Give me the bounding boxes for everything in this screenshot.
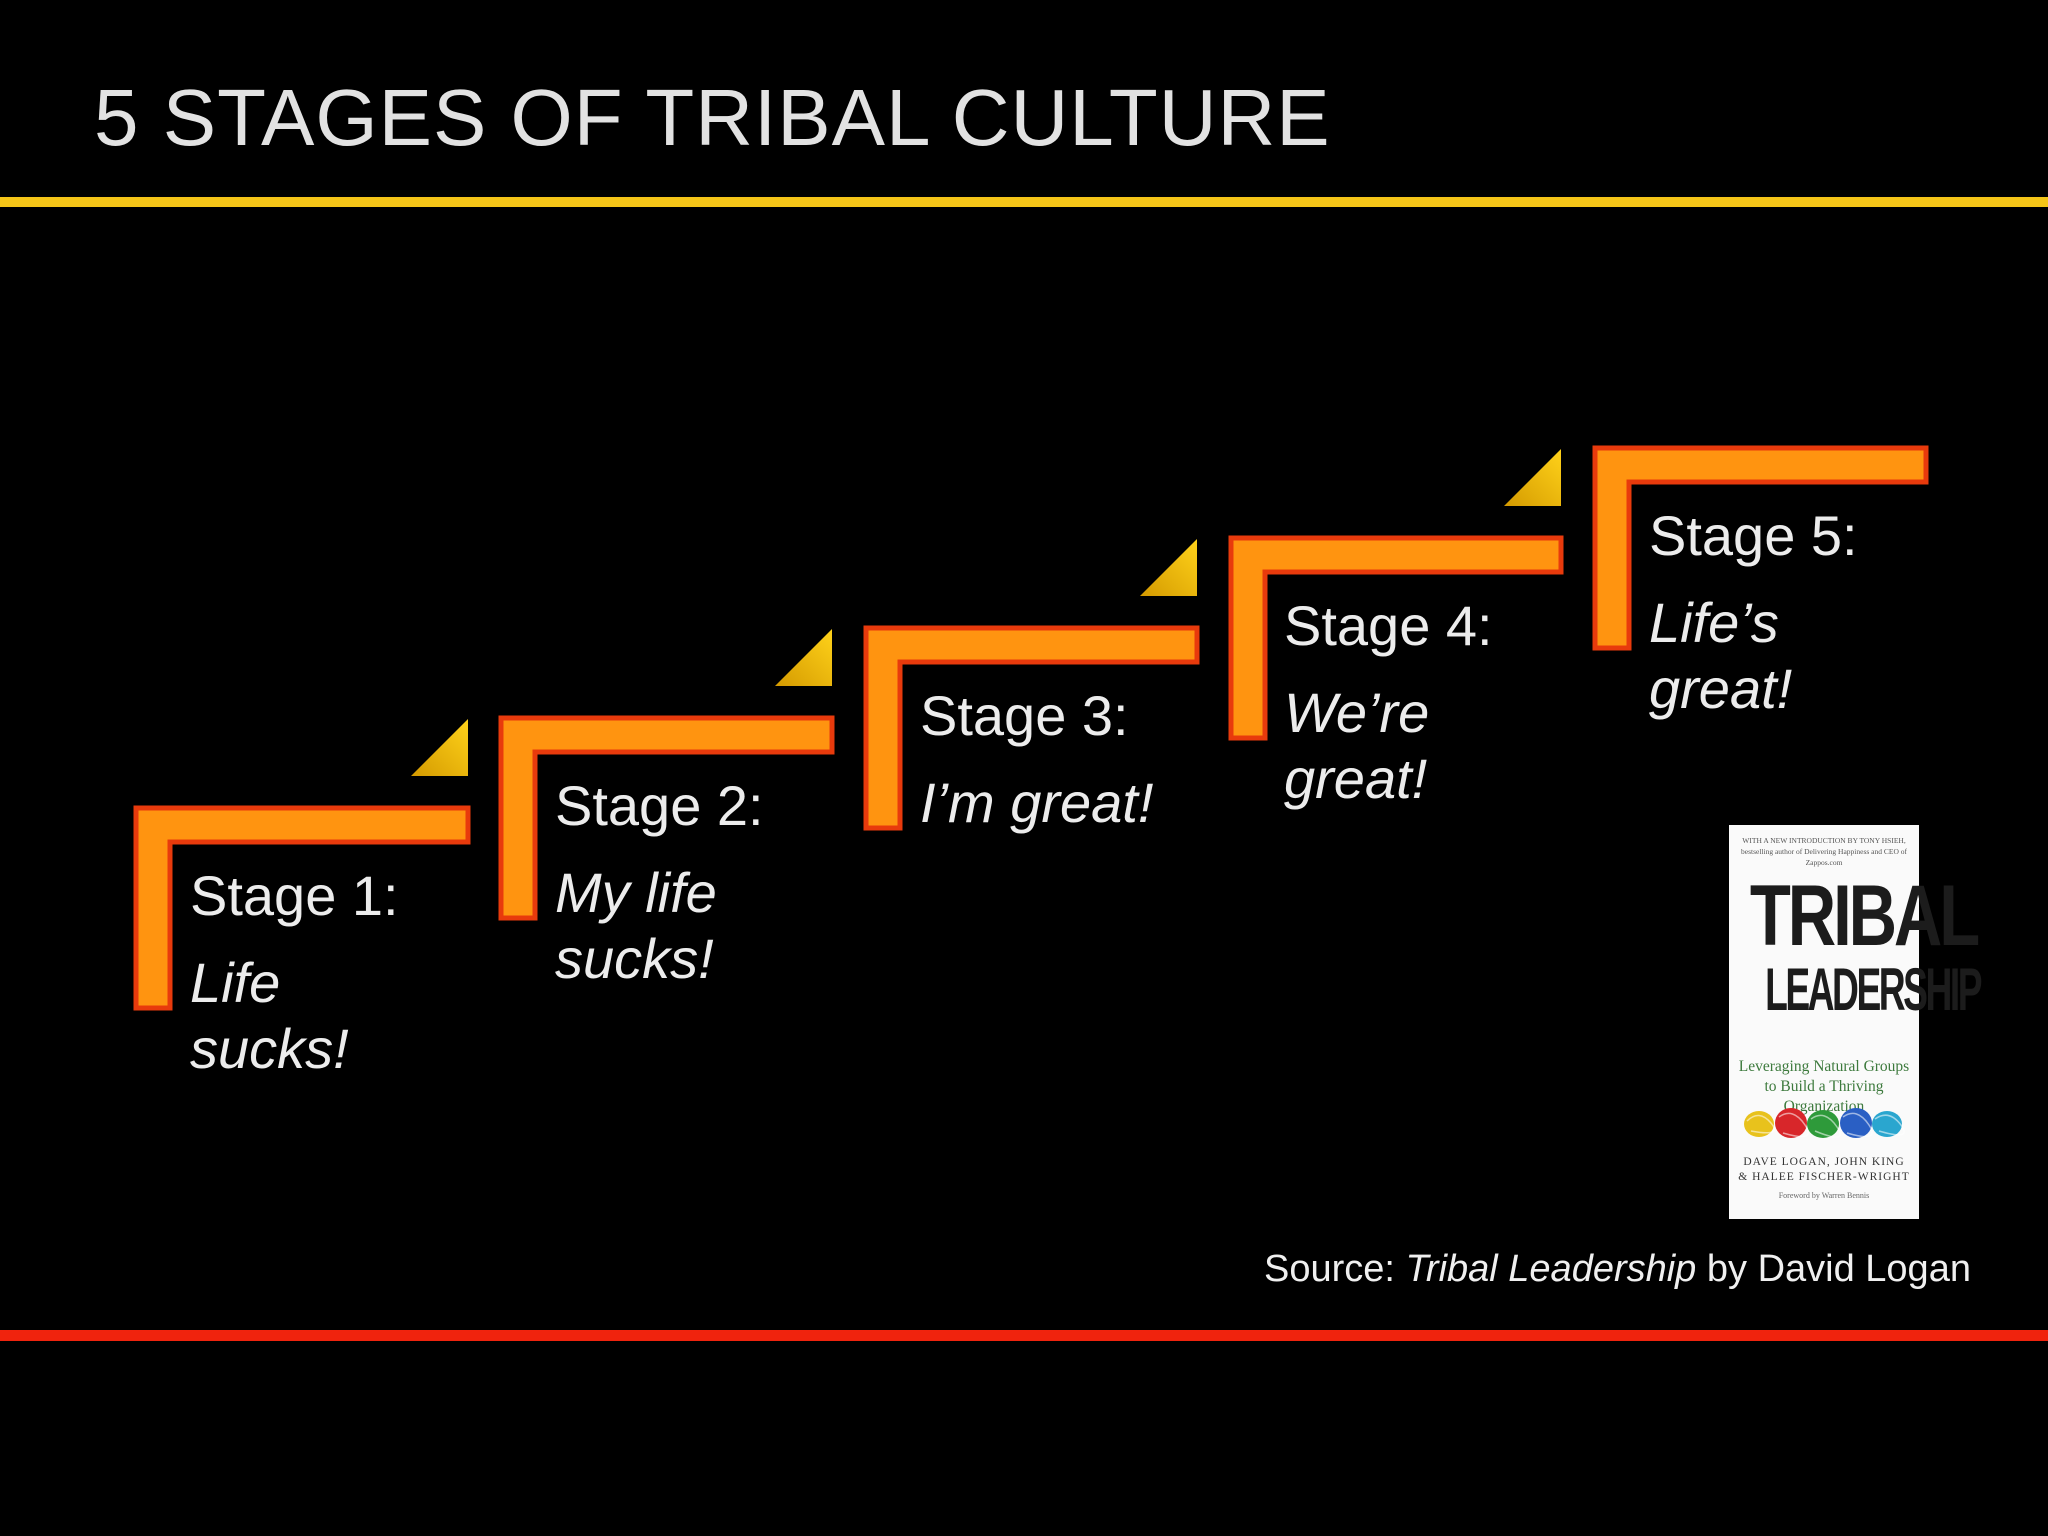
stage-4-quote-line2: great! [1284, 747, 1428, 810]
book-title-line2: LEADERSHIP [1765, 956, 1982, 1023]
stage-3-arrow-icon [1140, 539, 1197, 596]
book-subtitle: Leveraging Natural Groups to Build a Thr… [1729, 1057, 1919, 1117]
stage-5-quote-line1: Life’s [1649, 591, 1779, 654]
stage-3-quote: I’m great! [920, 770, 1250, 836]
stage-2-step [498, 715, 835, 921]
source-book-title: Tribal Leadership [1405, 1248, 1697, 1290]
stage-5-label: Stage 5: [1649, 504, 1858, 567]
stage-4-arrow-icon [1504, 449, 1561, 506]
book-subtitle-line1: Leveraging Natural Groups [1738, 1058, 1910, 1075]
stage-4-label: Stage 4: [1284, 594, 1493, 657]
book-blurb-line1: WITH A NEW INTRODUCTION BY TONY HSIEH, [1742, 836, 1906, 845]
stage-2-quote-line1: My life [555, 861, 717, 924]
book-authors: DAVE LOGAN, JOHN KING & HALEE FISCHER-WR… [1729, 1155, 1919, 1185]
slide-title: 5 STAGES OF TRIBAL CULTURE [94, 73, 1331, 162]
book-cover-scribbles-icon [1744, 1108, 1905, 1138]
book-foreword: Foreword by Warren Bennis [1778, 1191, 1870, 1200]
stage-2-arrow-icon [775, 629, 832, 686]
stage-1-step [133, 805, 471, 1011]
stage-2-quote: My life sucks! [555, 860, 885, 992]
stage-5-quote: Life’s great! [1649, 590, 1979, 722]
book-title-line1: TRIBAL [1749, 868, 1980, 964]
book-subtitle-line2: to Build a Thriving Organization [1764, 1078, 1884, 1115]
stage-2-label: Stage 2: [555, 774, 764, 837]
stage-5-quote-line2: great! [1649, 657, 1793, 720]
stage-1-quote: Life sucks! [190, 950, 520, 1082]
stage-1-quote-line1: Life [190, 951, 281, 1014]
book-authors-line2: & HALEE FISCHER-WRIGHT [1738, 1171, 1910, 1183]
book-authors-line1: DAVE LOGAN, JOHN KING [1743, 1156, 1905, 1168]
book-blurb-line2: bestselling author of Delivering Happine… [1740, 847, 1907, 867]
stage-1-arrow-icon [411, 719, 468, 776]
stage-4-quote-line1: We’re [1284, 681, 1430, 744]
bottom-divider [0, 1330, 2048, 1341]
source-suffix: by David Logan [1696, 1248, 1971, 1290]
top-divider [0, 197, 2048, 207]
stage-2-quote-line2: sucks! [555, 927, 714, 990]
book-blurb: WITH A NEW INTRODUCTION BY TONY HSIEH, b… [1729, 835, 1919, 868]
stage-1-label: Stage 1: [190, 864, 399, 927]
stage-5-step [1592, 445, 1929, 651]
stage-4-quote: We’re great! [1284, 680, 1614, 812]
source-citation: Source: Tribal Leadership by David Logan [1264, 1248, 1971, 1291]
source-prefix: Source: [1264, 1248, 1406, 1290]
stage-1-quote-line2: sucks! [190, 1017, 349, 1080]
stage-3-step [863, 625, 1200, 831]
stage-4-step [1228, 535, 1564, 741]
book-cover-image: WITH A NEW INTRODUCTION BY TONY HSIEH, b… [1729, 825, 1983, 1219]
stage-3-label: Stage 3: [920, 684, 1129, 747]
stage-3-quote-line1: I’m great! [920, 771, 1154, 834]
